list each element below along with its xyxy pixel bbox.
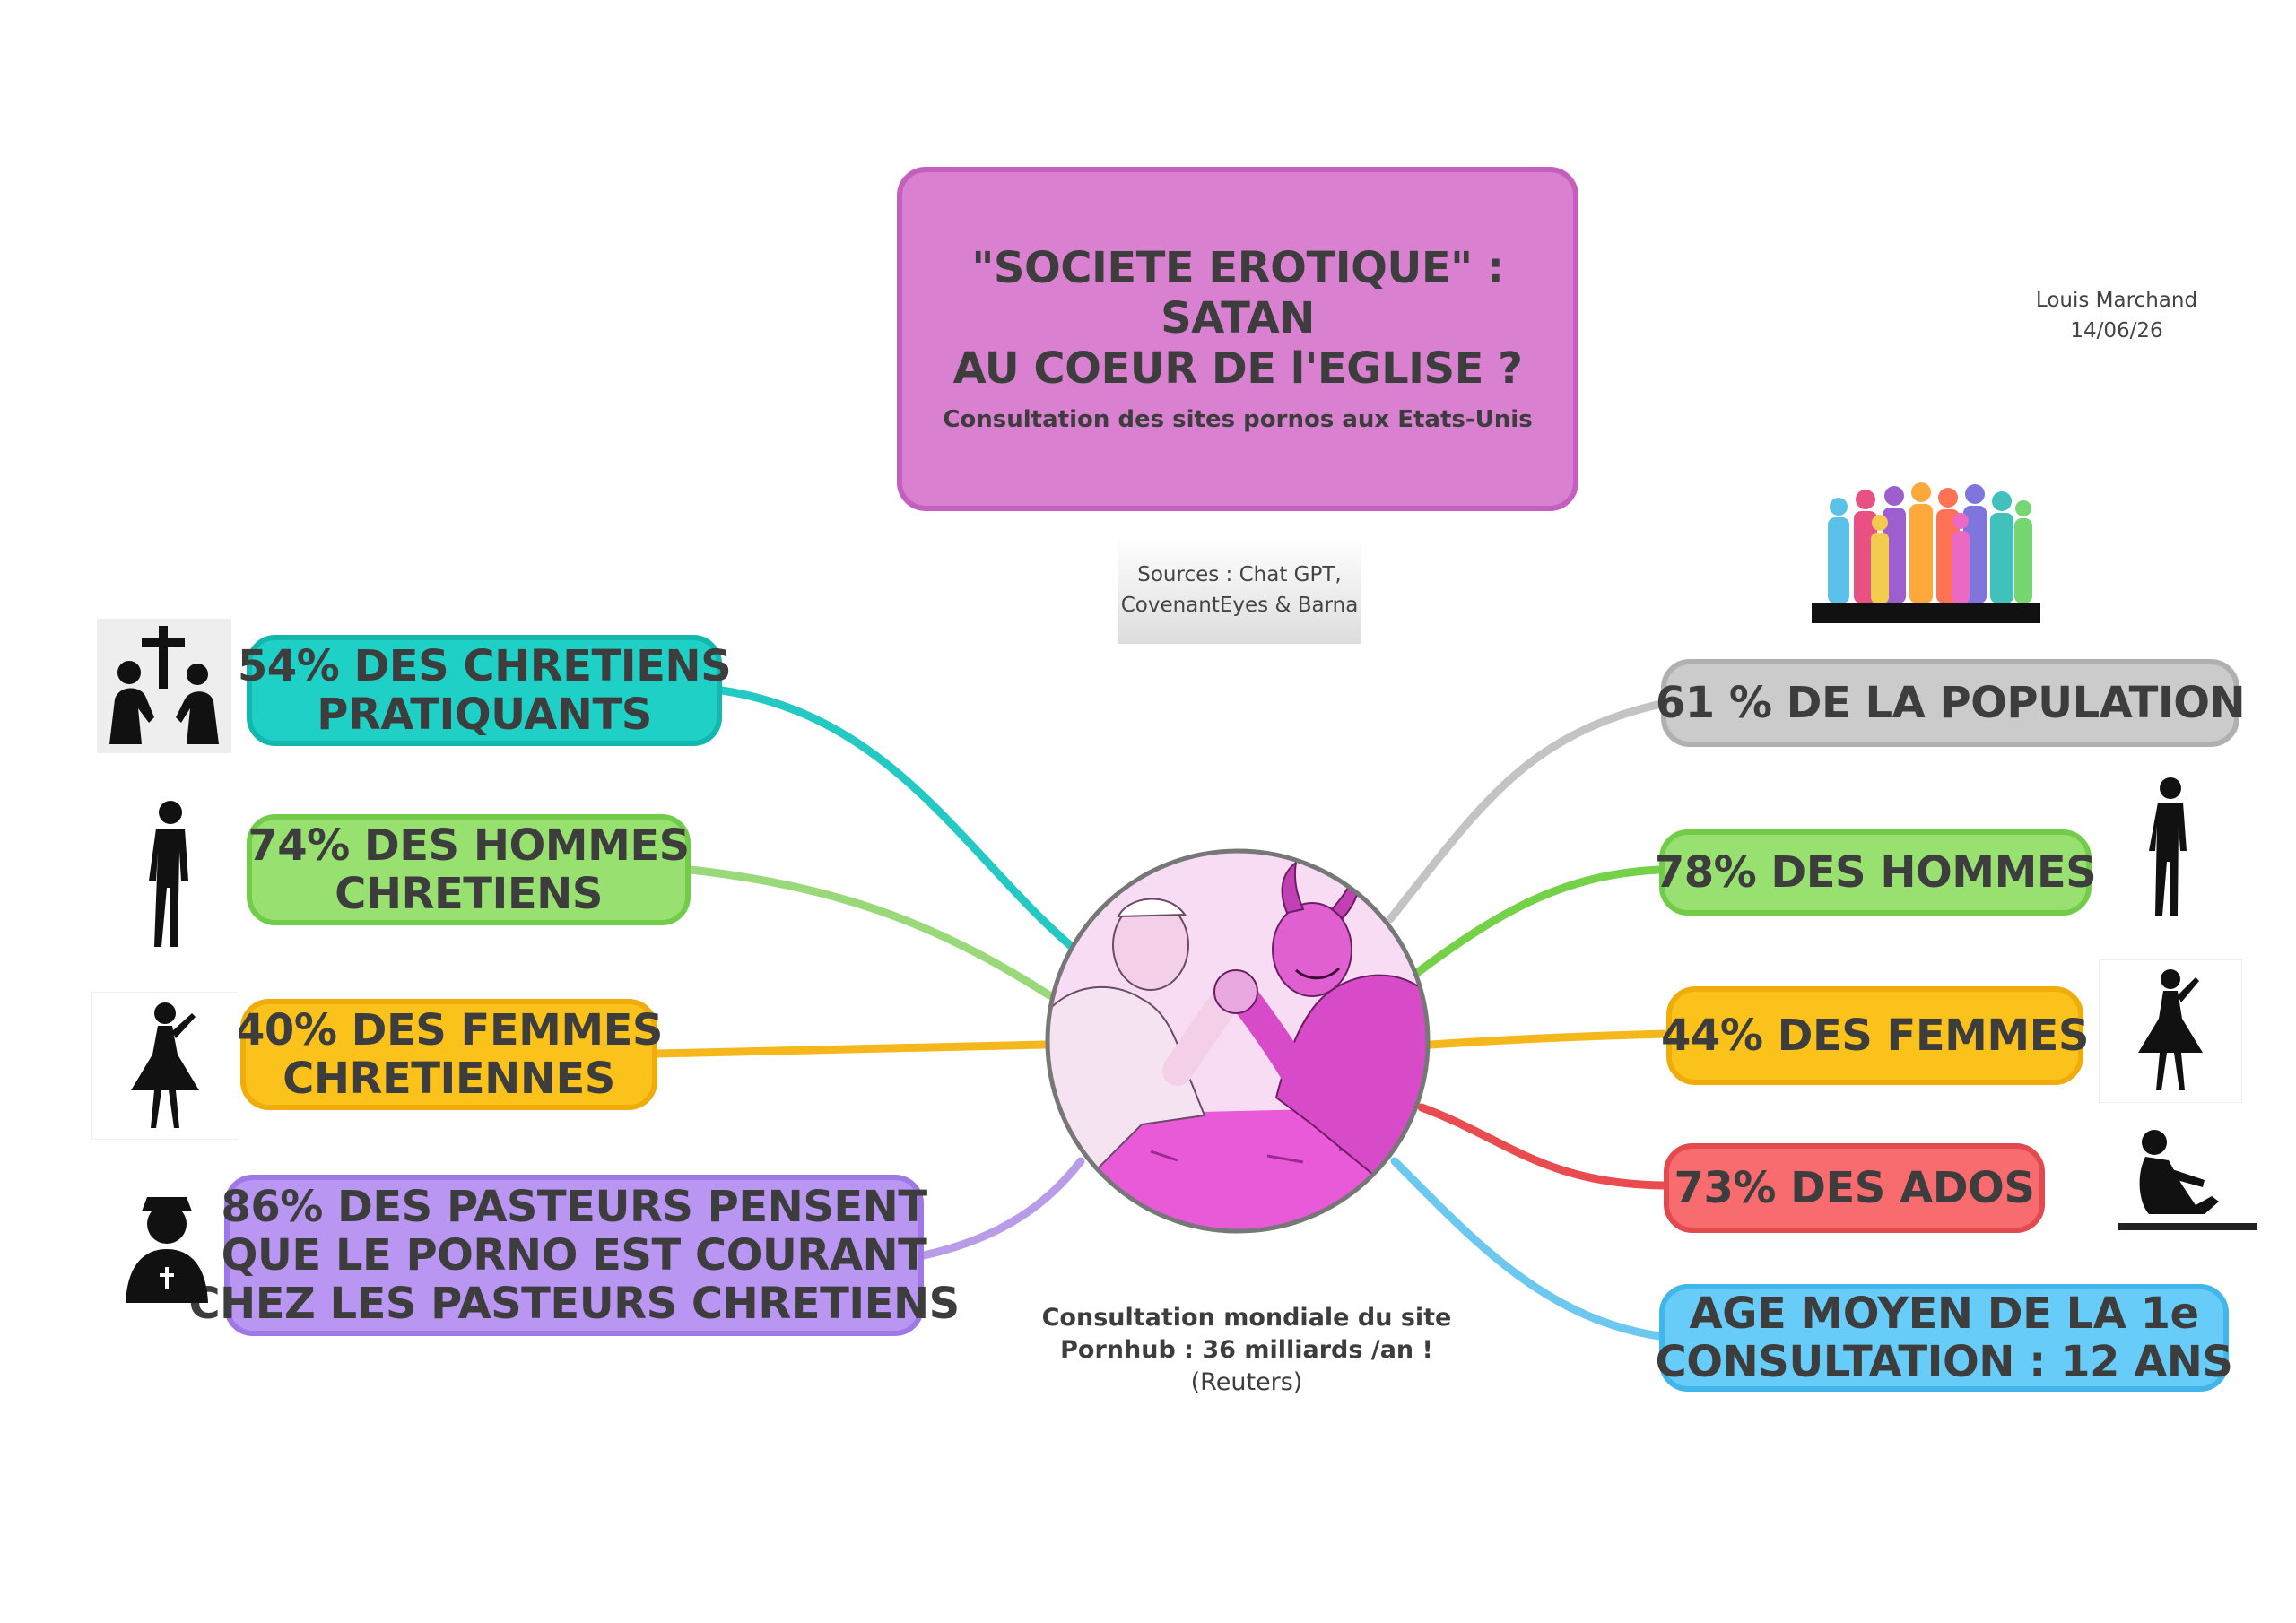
node-left-3-line-1: 40% DES FEMMES <box>235 1005 663 1055</box>
connector-right-3 <box>1426 1029 1671 1049</box>
author-date: 14/06/26 <box>2070 319 2163 343</box>
node-left-1-line-1: 54% DES CHRETIENS <box>237 641 732 691</box>
caption-line-3: (Reuters) <box>1190 1368 1303 1396</box>
node-right-population: 61 % DE LA POPULATION <box>1656 659 2246 747</box>
author-block: Louis Marchand 14/06/26 <box>1973 285 2260 346</box>
man-silhouette-icon <box>2149 777 2187 916</box>
node-left-4-line-2: QUE LE PORNO EST COURANT <box>221 1230 927 1280</box>
teen-sitting-icon <box>2118 1121 2257 1233</box>
man-silhouette-icon <box>149 801 188 947</box>
node-left-4-line-1: 86% DES PASTEURS PENSENT <box>221 1182 927 1232</box>
woman-silhouette-icon <box>2099 959 2242 1103</box>
connector-right-2 <box>1413 865 1664 977</box>
connector-right-1 <box>1386 699 1665 924</box>
node-right-hommes: 78% DES HOMMES <box>1655 829 2097 916</box>
pastor-silhouette-icon <box>126 1197 208 1303</box>
connector-left-3 <box>653 1040 1049 1058</box>
sources-line-2: CovenantEyes & Barna <box>1120 594 1359 617</box>
node-left-1-line-2: PRATIQUANTS <box>317 690 652 740</box>
node-right-1-line-1: 61 % DE LA POPULATION <box>1655 678 2246 728</box>
node-left-praticants: 54% DES CHRETIENS PRATIQUANTS <box>238 635 732 746</box>
node-right-ados: 73% DES ADOS <box>1664 1143 2045 1233</box>
node-left-2-line-1: 74% DES HOMMES <box>248 820 690 871</box>
author-name: Louis Marchand <box>2035 289 2198 312</box>
title-box: "SOCIETE EROTIQUE" : SATAN AU COEUR DE l… <box>897 167 1578 511</box>
sources-line-1: Sources : Chat GPT, <box>1137 563 1342 586</box>
node-left-2-line-2: CHRETIENS <box>335 869 603 919</box>
woman-silhouette-icon <box>91 992 239 1140</box>
node-right-5-line-1: AGE MOYEN DE LA 1e <box>1689 1289 2199 1339</box>
node-right-3-line-1: 44% DES FEMMES <box>1661 1011 2089 1061</box>
caption-line-2: Pornhub : 36 milliards /an ! <box>1060 1336 1433 1364</box>
node-left-femmes: 40% DES FEMMES CHRETIENNES <box>235 999 663 1110</box>
sources-note: Sources : Chat GPT, CovenantEyes & Barna <box>1118 536 1361 644</box>
pope-vs-devil-arm-wrestling-icon <box>1045 848 1431 1234</box>
connector-left-1 <box>718 686 1081 955</box>
node-right-4-line-1: 73% DES ADOS <box>1674 1163 2035 1213</box>
center-caption: Consultation mondiale du site Pornhub : … <box>1004 1302 1489 1399</box>
node-right-age: AGE MOYEN DE LA 1e CONSULTATION : 12 ANS <box>1656 1284 2233 1392</box>
connector-left-4 <box>919 1157 1085 1260</box>
connector-right-5 <box>1390 1157 1664 1341</box>
node-right-5-line-2: CONSULTATION : 12 ANS <box>1655 1337 2233 1387</box>
title-line-2: AU COEUR DE l'EGLISE ? <box>952 343 1523 394</box>
node-left-hommes: 74% DES HOMMES CHRETIENS <box>247 814 691 925</box>
praying-couple-cross-icon <box>97 619 231 753</box>
node-right-femmes: 44% DES FEMMES <box>1661 986 2089 1085</box>
node-left-3-line-2: CHRETIENNES <box>283 1054 615 1104</box>
node-right-2-line-1: 78% DES HOMMES <box>1654 847 2097 898</box>
node-left-4-line-3: CHEZ LES PASTEURS CHRETIENS <box>188 1279 960 1329</box>
connector-left-2 <box>686 865 1054 1000</box>
caption-line-1: Consultation mondiale du site <box>1041 1304 1452 1332</box>
title-subtitle: Consultation des sites pornos aux Etats-… <box>943 406 1533 433</box>
title-line-1: "SOCIETE EROTIQUE" : SATAN <box>971 243 1504 343</box>
crowd-icon <box>1812 480 2040 623</box>
connector-right-4 <box>1417 1103 1668 1190</box>
node-left-pasteurs: 86% DES PASTEURS PENSENT QUE LE PORNO ES… <box>188 1175 960 1336</box>
